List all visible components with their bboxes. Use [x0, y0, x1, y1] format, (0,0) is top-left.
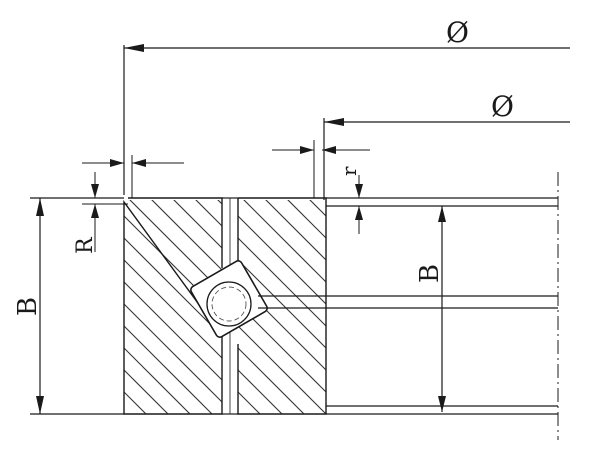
hatch-line [238, 200, 326, 414]
hatch-line [124, 200, 222, 414]
hatch-line [124, 200, 169, 414]
inner-diameter-label: Ø [491, 90, 514, 123]
width-left-label: B [13, 297, 43, 316]
hatch-line [238, 200, 305, 414]
hatch-line [124, 200, 222, 414]
hatch-line [149, 200, 222, 414]
hatch-line [124, 200, 222, 414]
width-right-dimension [438, 206, 446, 412]
bore-extension-lines [326, 197, 558, 415]
raceway-lines [258, 295, 326, 309]
outer-diameter-dimension [123, 44, 570, 195]
hatch-line [124, 200, 191, 414]
chamfer-outer-label: R [73, 236, 98, 254]
hatch-line [285, 200, 326, 414]
hatch-line [238, 200, 326, 414]
hatch-line [124, 200, 222, 414]
outer-diameter-label: Ø [446, 16, 469, 49]
width-left-dimension [30, 197, 124, 415]
outer-ring-section [123, 197, 223, 415]
chamfer-inner-dimension [272, 140, 370, 234]
chamfer-outer-dimension [82, 155, 184, 252]
hatch-line [241, 200, 326, 414]
inner-diameter-dimension [323, 118, 570, 200]
hatch-line [263, 200, 326, 414]
roller-element [190, 260, 268, 338]
hatch-line [171, 200, 222, 414]
hatch-line [124, 200, 213, 414]
hatch-line [238, 200, 326, 414]
hatch-line [238, 200, 326, 414]
chamfer-inner-label: r [337, 166, 361, 176]
width-right-label: B [415, 264, 445, 283]
hatch-line [238, 200, 283, 414]
hatch-line [127, 200, 222, 414]
